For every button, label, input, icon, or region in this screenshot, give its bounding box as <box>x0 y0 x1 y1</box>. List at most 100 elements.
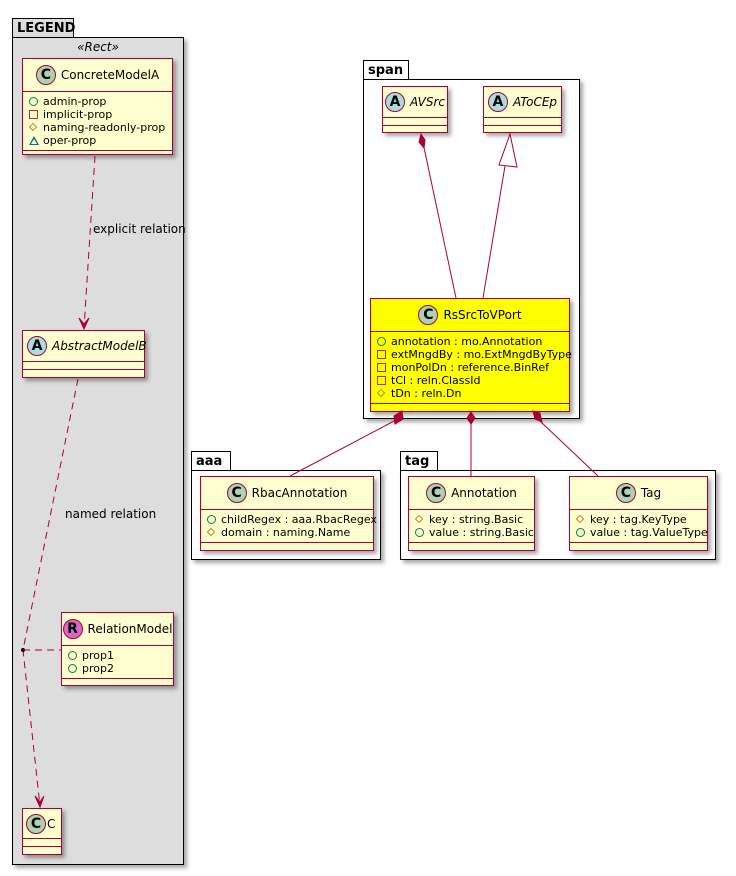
attribute-row: tDn : reln.Dn <box>377 387 563 400</box>
public-visibility-icon <box>68 651 77 660</box>
tag-package-name: tag <box>405 454 430 469</box>
class-name: Tag <box>640 486 662 500</box>
class-avsrc[interactable]: A AVSrc <box>382 86 448 133</box>
attribute-row: monPolDn : reference.BinRef <box>377 361 563 374</box>
legend-package-body <box>12 37 184 865</box>
abstract-badge-icon: A <box>27 336 47 356</box>
attribute-row: key : string.Basic <box>415 513 528 526</box>
explicit-relation-label: explicit relation <box>93 222 186 236</box>
class-abstract-model-b[interactable]: A AbstractModelB <box>22 330 147 378</box>
class-attributes <box>23 839 61 847</box>
tag-composition-edge <box>532 410 599 477</box>
package-visibility-icon <box>29 136 39 145</box>
class-c[interactable]: C C <box>22 808 62 855</box>
legend-stereotype: «Rect» <box>77 40 119 54</box>
class-concrete-model-a[interactable]: C ConcreteModelA admin-prop implicit-pro… <box>22 58 173 155</box>
class-relation-model[interactable]: R RelationModel prop1 prop2 <box>61 612 174 686</box>
aaa-package-tab: aaa <box>191 451 231 471</box>
attribute-row: prop2 <box>68 662 167 675</box>
abstract-badge-icon: A <box>487 92 508 112</box>
attribute-row: prop1 <box>68 649 167 662</box>
private-visibility-icon <box>377 363 386 372</box>
class-attributes: key : tag.KeyType value : tag.ValueType <box>570 510 708 543</box>
class-attributes: admin-prop implicit-prop naming-readonly… <box>23 92 172 151</box>
attribute-text: oper-prop <box>43 134 97 147</box>
attribute-row: domain : naming.Name <box>207 526 367 539</box>
class-methods <box>201 543 373 551</box>
class-tag[interactable]: C Tag key : tag.KeyType value : tag.Valu… <box>569 476 708 551</box>
attribute-text: implicit-prop <box>43 108 113 121</box>
class-attributes <box>383 118 447 126</box>
tag-package-tab: tag <box>400 451 438 471</box>
abstract-badge-icon: A <box>385 92 406 112</box>
class-name: RsSrcToVPort <box>443 308 522 322</box>
public-visibility-icon <box>207 515 216 524</box>
attribute-row: admin-prop <box>29 95 166 108</box>
legend-package-tab: LEGEND <box>12 18 76 38</box>
attribute-row: implicit-prop <box>29 108 166 121</box>
class-header: A AVSrc <box>383 87 447 118</box>
protected-visibility-icon <box>29 123 38 132</box>
attribute-row: key : tag.KeyType <box>576 513 701 526</box>
public-visibility-icon <box>576 528 585 537</box>
class-badge-icon: C <box>418 305 439 325</box>
class-badge-icon: C <box>226 483 247 503</box>
attribute-text: domain : naming.Name <box>221 526 351 539</box>
attribute-row: extMngdBy : mo.ExtMngdByType <box>377 348 572 361</box>
class-header: C Annotation <box>409 477 534 510</box>
class-header: C C <box>23 809 61 839</box>
relation-badge-icon: R <box>62 619 83 639</box>
class-methods <box>62 679 173 687</box>
class-atocep[interactable]: A AToCEp <box>483 86 562 133</box>
class-methods <box>23 370 144 377</box>
private-visibility-icon <box>377 376 386 385</box>
public-visibility-icon <box>415 528 424 537</box>
attribute-text: tDn : reln.Dn <box>391 387 462 400</box>
class-header: C ConcreteModelA <box>23 59 172 92</box>
span-package-name: span <box>368 63 404 78</box>
class-methods <box>484 126 561 133</box>
class-name: AbstractModelB <box>52 339 147 353</box>
class-annotation[interactable]: C Annotation key : string.Basic value : … <box>408 476 535 551</box>
attribute-row: value : string.Basic <box>415 526 534 539</box>
class-header: A AbstractModelB <box>23 331 147 362</box>
class-methods <box>23 847 61 854</box>
attribute-text: childRegex : aaa.RbacRegex <box>221 513 377 526</box>
class-methods <box>570 543 707 551</box>
attribute-text: annotation : mo.Annotation <box>391 335 543 348</box>
attribute-text: extMngdBy : mo.ExtMngdByType <box>391 348 572 361</box>
attribute-text: naming-readonly-prop <box>43 121 166 134</box>
legend-package-name: LEGEND <box>17 21 76 36</box>
class-name: AVSrc <box>410 95 445 109</box>
rbac-annotation-composition-edge <box>289 410 404 477</box>
class-name: AToCEp <box>512 95 558 109</box>
attribute-text: admin-prop <box>43 95 107 108</box>
public-visibility-icon <box>29 97 38 106</box>
class-attributes: key : string.Basic value : string.Basic <box>409 510 534 543</box>
class-methods <box>371 404 569 412</box>
named-relation-label: named relation <box>65 507 157 521</box>
class-methods <box>23 151 172 159</box>
annotation-composition-edge <box>466 411 476 476</box>
class-badge-icon: C <box>615 483 636 503</box>
class-attributes: annotation : mo.Annotation extMngdBy : m… <box>371 332 572 404</box>
class-rbac-annotation[interactable]: C RbacAnnotation childRegex : aaa.RbacRe… <box>200 476 377 551</box>
attribute-text: tCl : reln.ClassId <box>391 374 481 387</box>
private-visibility-icon <box>377 350 386 359</box>
class-badge-icon: C <box>426 483 447 503</box>
span-package-tab: span <box>363 60 409 80</box>
attribute-text: key : string.Basic <box>429 513 524 526</box>
protected-visibility-icon <box>415 515 424 524</box>
protected-visibility-icon <box>377 389 386 398</box>
attribute-text: value : tag.ValueType <box>590 526 708 539</box>
class-attributes <box>23 362 144 370</box>
attribute-row: childRegex : aaa.RbacRegex <box>207 513 377 526</box>
attribute-row: oper-prop <box>29 134 166 147</box>
protected-visibility-icon <box>576 515 585 524</box>
aaa-package-name: aaa <box>196 454 223 469</box>
class-attributes <box>484 118 561 126</box>
class-methods <box>409 543 534 551</box>
class-attributes: prop1 prop2 <box>62 646 173 679</box>
class-rssrctovport[interactable]: C RsSrcToVPort annotation : mo.Annotatio… <box>370 298 572 412</box>
attribute-row: value : tag.ValueType <box>576 526 708 539</box>
